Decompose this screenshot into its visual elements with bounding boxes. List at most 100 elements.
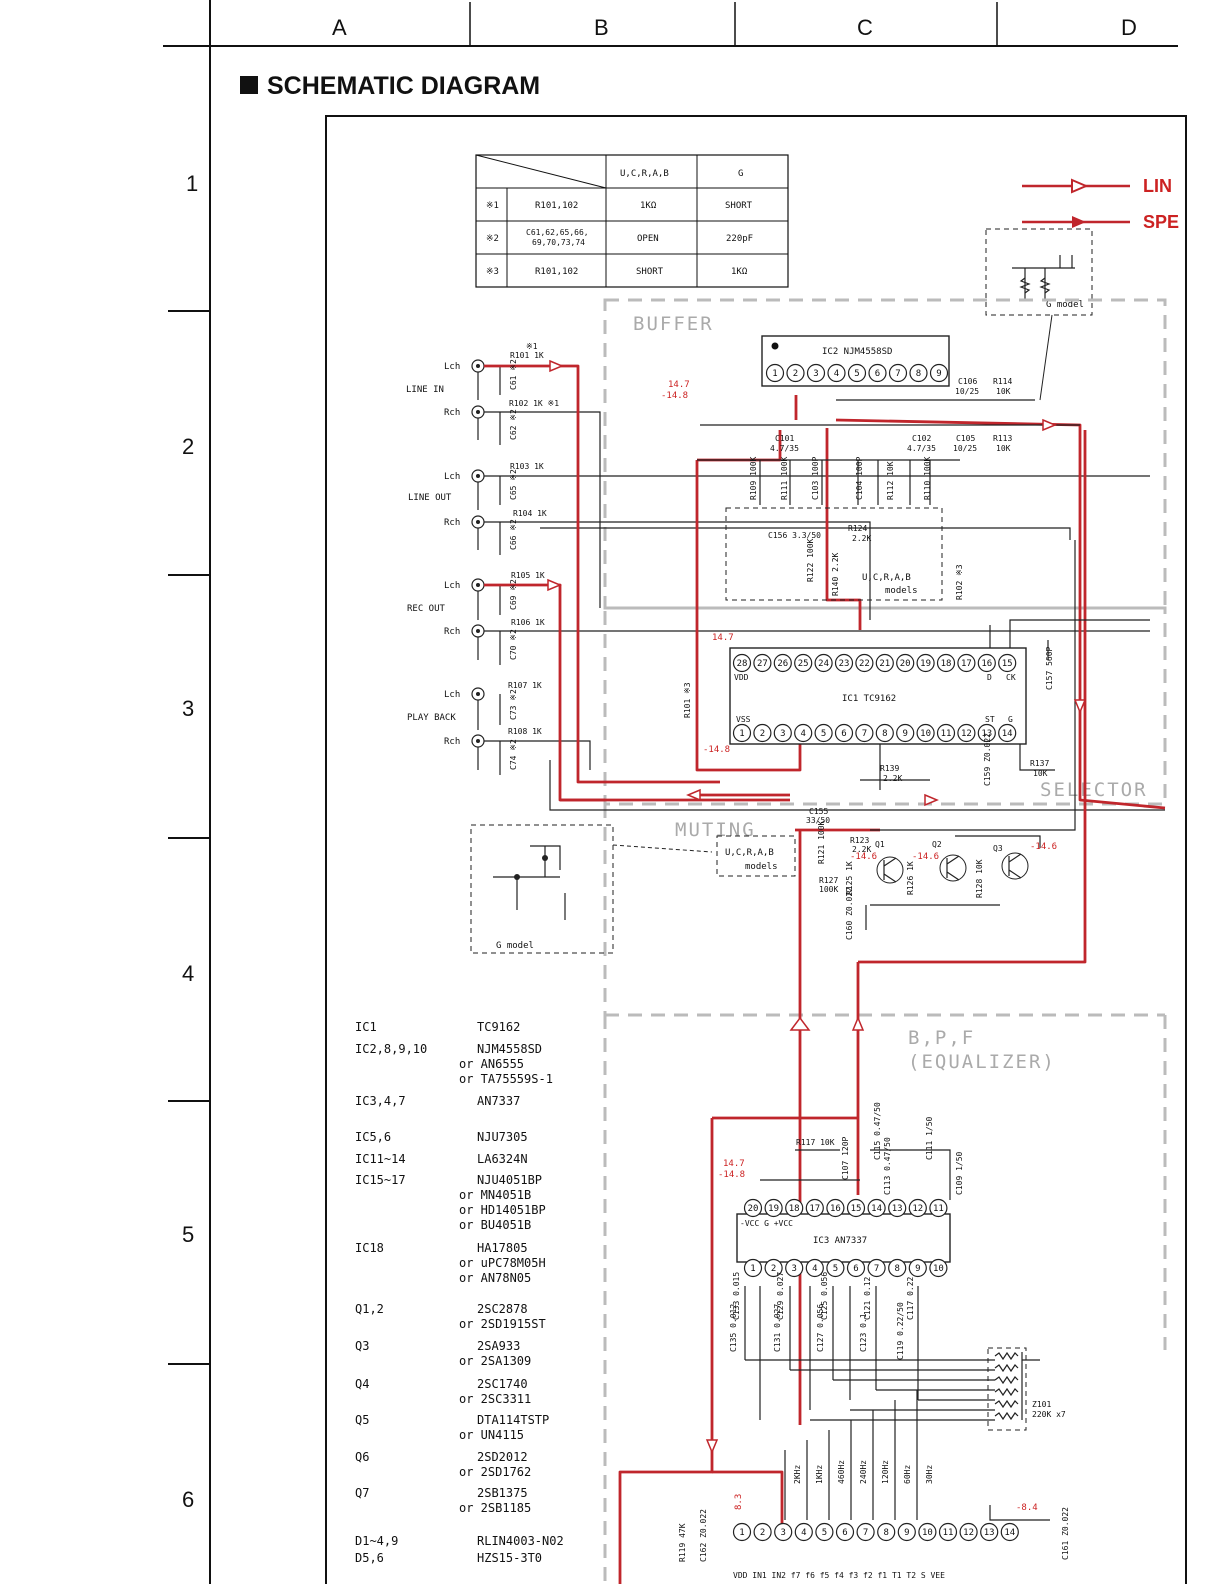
rca-jack-icon [471, 359, 485, 373]
signal-arrow-icon [686, 788, 701, 802]
c66-label: C66 ※2 [509, 519, 518, 550]
c156-label: C156 3.3/50 [768, 531, 821, 540]
table-row3-ucrab: SHORT [636, 267, 664, 277]
c106-label: C106 [958, 377, 977, 386]
svg-text:5: 5 [821, 729, 826, 739]
svg-text:28: 28 [737, 659, 748, 669]
r137-label: R137 [1030, 759, 1049, 768]
jack-lch-label: Lch [444, 581, 460, 591]
ic3-pin: 2 [764, 1258, 783, 1278]
jack-rch-label: Rch [444, 518, 460, 528]
signal-arrow-icon [1073, 699, 1087, 714]
svg-text:3: 3 [780, 1528, 785, 1538]
buffer-components: C101 4.7/35 C102 4.7/35 C105 10/25 C106 … [661, 377, 1080, 505]
ic3-pin: 18 [785, 1198, 804, 1218]
ic3-pin: 5 [826, 1258, 845, 1278]
c103-label: C103 100P [811, 456, 820, 500]
parts-list-part: or 2SD1762 [459, 1465, 531, 1479]
ic2-pin: 7 [888, 363, 908, 383]
ic3-pin: 15 [846, 1198, 866, 1218]
parts-list-ref: D1~4,9 [355, 1534, 398, 1548]
r123-value: 2.2K [852, 845, 871, 854]
c123-label: C123 0.1 [859, 1313, 868, 1352]
svg-text:8: 8 [894, 1264, 899, 1274]
svg-text:6: 6 [853, 1264, 858, 1274]
equalizer-label: (EQUALIZER) [908, 1051, 1056, 1073]
c129-label: C129 0.027 [776, 1272, 785, 1320]
ic3-pin: 8 [888, 1258, 907, 1278]
signal-arrows [547, 359, 1087, 1454]
voltage-plus-14-7: 14.7 [668, 380, 690, 390]
col-label-c: C [857, 15, 873, 40]
svg-text:1: 1 [750, 1264, 755, 1274]
parts-list-part: or 2SC3311 [459, 1392, 531, 1406]
ic1-pin: 6 [834, 723, 854, 743]
r113-value: 10K [996, 444, 1011, 453]
svg-text:23: 23 [839, 659, 850, 669]
bpf-label: B,P,F [908, 1027, 975, 1049]
c160-label: C160 Z0.022 [845, 887, 854, 940]
bpf-block [603, 1015, 1167, 1584]
voltage-minus-8-4: -8.4 [1016, 1503, 1038, 1513]
c127-label: C127 0.056 [816, 1304, 825, 1352]
svg-text:12: 12 [961, 729, 972, 739]
svg-text:17: 17 [809, 1204, 820, 1214]
ic3-pin: 1 [743, 1258, 763, 1278]
parts-list-ref: IC3,4,7 [355, 1094, 406, 1108]
row-label-3: 3 [182, 696, 194, 721]
rca-jack-icon [471, 734, 485, 748]
c133-label: C133 0.015 [732, 1272, 741, 1320]
transistor-q3-icon [1001, 852, 1029, 880]
svg-text:21: 21 [879, 659, 890, 669]
svg-text:15: 15 [851, 1204, 862, 1214]
z101-value: 220K x7 [1032, 1410, 1066, 1419]
svg-text:2: 2 [760, 729, 765, 739]
ic1-pin: 21 [875, 653, 894, 673]
table-header-g: G [738, 169, 743, 179]
c161-label: C161 Z0.022 [1061, 1507, 1070, 1560]
rca-jack-icon [471, 687, 485, 701]
svg-text:9: 9 [904, 1528, 909, 1538]
voltage-plus-8-3: 8.3 [734, 1494, 744, 1510]
parts-list-ref: Q6 [355, 1450, 369, 1464]
q3-label: Q3 [993, 844, 1003, 853]
parts-list-ref: Q4 [355, 1377, 369, 1391]
svg-text:7: 7 [895, 369, 900, 379]
parts-list-ref: D5,6 [355, 1551, 384, 1565]
svg-text:7: 7 [874, 1264, 879, 1274]
svg-text:4: 4 [800, 729, 805, 739]
svg-text:5: 5 [854, 369, 859, 379]
r101-label: R101 1K [510, 351, 544, 360]
svg-text:4: 4 [801, 1528, 806, 1538]
svg-text:7: 7 [863, 1528, 868, 1538]
svg-text:14: 14 [1004, 1528, 1015, 1538]
signal-arrow-icon [851, 1016, 865, 1031]
signal-path-red [484, 364, 1166, 1584]
parts-list-part: or 2SB1185 [459, 1501, 531, 1515]
parts-list-ref: Q1,2 [355, 1302, 384, 1316]
ic2-pin: 2 [786, 363, 805, 383]
svg-text:8: 8 [882, 729, 887, 739]
ic1-g: G [1008, 715, 1013, 724]
ic3-pin: 16 [826, 1198, 845, 1218]
ic1-label: IC1 TC9162 [842, 694, 896, 704]
bottom-ic-pin: 4 [794, 1522, 813, 1542]
eq-band-label: 1KHz [815, 1465, 824, 1484]
svg-text:18: 18 [941, 659, 952, 669]
r139-label: R139 [880, 764, 899, 773]
c121-label: C121 0.12 [863, 1276, 872, 1320]
svg-text:19: 19 [920, 659, 931, 669]
ic1-pin: 17 [957, 653, 976, 673]
transistor-q1-icon [876, 856, 904, 884]
jack-rch-label: Rch [444, 627, 460, 637]
parts-list-part: or MN4051B [459, 1188, 531, 1202]
c119-label: C119 0.22/50 [896, 1302, 905, 1360]
play-back-label: PLAY BACK [407, 713, 456, 723]
ic3-pin: 9 [908, 1258, 927, 1278]
bottom-ic-pin: 1 [732, 1522, 752, 1542]
parts-list-part: or AN78N05 [459, 1271, 531, 1285]
r110-label: R110 100K [923, 456, 932, 500]
svg-text:6: 6 [842, 1528, 847, 1538]
ic1-pin: 10 [916, 723, 935, 743]
